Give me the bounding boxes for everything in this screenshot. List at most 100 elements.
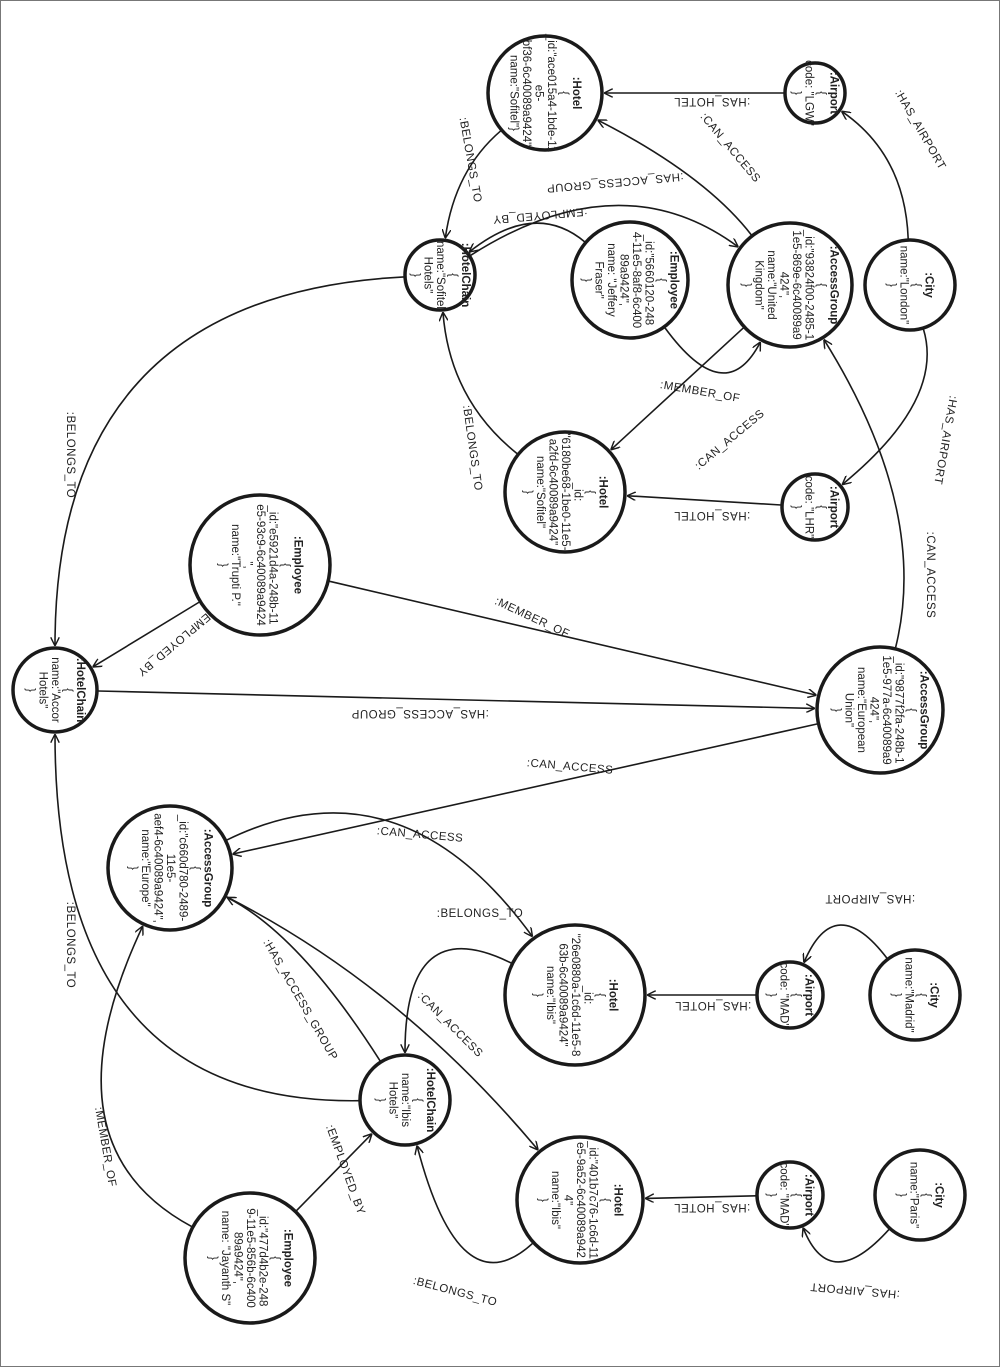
edge-label: :HAS_AIRPORT (810, 1280, 901, 1300)
edge-line (611, 327, 745, 450)
node-hotel-sofitel-lhr[interactable]: :Hotel{_id:"6180be68-1be0-11e5-a2fd-6c40… (503, 430, 627, 554)
edge-line (295, 1134, 371, 1212)
node-property-line: "6180be68-1be0-11e5- (559, 433, 571, 550)
node-airport-paris[interactable]: :Airport{code: "MAD"} (755, 1160, 825, 1230)
node-property-line: name:"Ibis (399, 1073, 411, 1127)
node-property-line: 63b-6c40089a9424" (556, 943, 568, 1046)
node-circle (403, 238, 477, 312)
node-property-line: } (580, 278, 592, 282)
edge-label: :EMPLOYED_BY (323, 1123, 367, 1216)
edge-has-airport: :HAS_AIRPORT (843, 328, 959, 485)
edge-label: :CAN_ACCESS (376, 825, 463, 845)
node-circle (188, 493, 332, 637)
edge-has-hotel: :HAS_HOTEL (648, 995, 756, 1011)
node-accessgroup-uk[interactable]: :AccessGroup{_id:"93824f00-2485-11e5-869… (726, 221, 854, 349)
node-employee-jayanth[interactable]: :Employee{_id:"477d4b2e-2489-11e5-856b-6… (183, 1191, 317, 1325)
edge-can-access: :CAN_ACCESS (233, 723, 818, 854)
node-property-line: name:"Europe" (139, 829, 151, 906)
edge-label: :MEMBER_OF (659, 379, 741, 405)
node-property-line: } (409, 273, 421, 277)
node-property-line: name:"Ibis" (549, 1171, 561, 1229)
node-circle (783, 61, 847, 125)
node-label: :HotelChain (459, 243, 471, 308)
node-property-line: 4-11e5-8af8-6c400 (630, 232, 642, 328)
edge-has-hotel: :HAS_HOTEL (646, 1196, 757, 1213)
edge-line (443, 313, 518, 455)
node-property-line: } (765, 993, 777, 997)
node-property-line: e5-93c9-6c40089a9424 (254, 504, 266, 626)
node-airport-lgw[interactable]: :Airport{code: "LGW"} (783, 60, 847, 126)
edge-label: :HAS_HOTEL (674, 95, 751, 107)
edge-label: :EMPLOYED_BY (135, 608, 215, 678)
node-property-line: { (815, 91, 827, 95)
node-accessgroup-eu[interactable]: :AccessGroup{_id:"9877f2fa-248b-11e5-977… (815, 645, 945, 775)
node-circle (755, 960, 825, 1030)
edge-member-of: :MEMBER_OF (659, 327, 760, 405)
node-employee-trupti[interactable]: :Employee{_id:"e5921d4a-248b-11e5-93c9-6… (188, 493, 332, 637)
node-label: :AccessGroup (828, 246, 840, 325)
node-hotel-ibis-paris[interactable]: :Hotel{_id:"401b7c76-1c6d-11e5-9a52-6c40… (515, 1135, 645, 1265)
node-label: :City (933, 1182, 945, 1208)
node-property-line: { (905, 708, 917, 712)
node-circle (106, 804, 234, 932)
edge-line (55, 735, 360, 1102)
node-label: :Airport (828, 486, 840, 528)
node-property-line: ", (241, 561, 253, 568)
edge-belongs-to: :BELONGS_TO (405, 908, 523, 1052)
node-property-line: _id:"477d4b2e-248 (256, 1209, 268, 1307)
node-accessgroup-europe[interactable]: :AccessGroup{_id:"c660d780-2489-11e5-aef… (106, 804, 234, 932)
node-label: :Hotel (570, 77, 582, 110)
node-circle (815, 645, 945, 775)
edge-line (470, 222, 586, 251)
node-hotel-ibis-mad[interactable]: :Hotel{_id:"26e0880a-1c6d-11e5-863b-6c40… (503, 923, 647, 1067)
node-circle (780, 472, 850, 542)
edge-label: :CAN_ACCESS (924, 532, 936, 619)
node-label: :Employee (281, 1229, 293, 1287)
node-property-line: code: "LGW" (803, 60, 815, 126)
edge-label: :BELONGS_TO (64, 902, 76, 988)
node-label: :AccessGroup (201, 829, 213, 908)
node-property-line: { (815, 505, 827, 509)
node-property-line: _id: (581, 985, 593, 1005)
edge-line (664, 327, 760, 374)
node-airport-mad[interactable]: :Airport{code: "MAD"} (755, 960, 825, 1030)
edge-label: :HAS_ACCESS_GROUP (546, 170, 684, 194)
edge-label: :HAS_HOTEL (674, 509, 751, 521)
edge-has-hotel: :HAS_HOTEL (605, 93, 784, 107)
node-property-line: { (599, 1198, 611, 1202)
edge-line (55, 276, 405, 645)
node-property-line: } (374, 1098, 386, 1102)
node-circle (358, 1053, 452, 1147)
node-airport-lhr[interactable]: :Airport{code: "LHR"} (780, 472, 850, 542)
node-property-line: _id: (571, 482, 583, 502)
node-circle (183, 1191, 317, 1325)
node-property-line: name: "Jeffery (605, 243, 617, 317)
node-property-line: Fraser" (593, 261, 605, 298)
edge-employed-by: :EMPLOYED_BY (295, 1123, 371, 1217)
edge-has-access-group: :HAS_ACCESS_GROUP (228, 898, 381, 1063)
node-hotel-sofitel-lgw[interactable]: :Hotel{_id:"ace015a4-1bde-11e5-bf36-6c40… (486, 33, 604, 152)
node-property-line: Union" (843, 693, 855, 727)
edge-line (417, 1146, 534, 1264)
node-city-london[interactable]: :City{name:"London"} (863, 238, 957, 332)
edge-label: :EMPLOYED_BY (492, 205, 588, 225)
edge-line (646, 1196, 757, 1199)
node-property-line: } (830, 708, 842, 712)
node-property-line: 1e5-977a-6c40089a9 (880, 655, 892, 764)
node-property-line: _id:"ace015a4-1bde-11 (545, 33, 557, 152)
node-circle (726, 221, 854, 349)
node-circle (11, 646, 99, 734)
edge-line (445, 130, 502, 238)
node-property-line: { (790, 993, 802, 997)
node-property-line: } (216, 563, 228, 567)
edge-line (97, 690, 814, 708)
edge-line (804, 924, 888, 962)
node-city-paris[interactable]: :City{name:"Paris"} (873, 1148, 967, 1242)
node-property-line: 89a9424", (618, 254, 630, 306)
node-city-madrid[interactable]: :City{name:"Madrid"} (868, 948, 962, 1042)
node-employee-jeffery[interactable]: :Employee{_id:"5660120-2484-11e5-8af8-6c… (570, 220, 690, 340)
edge-has-access-group: :HAS_ACCESS_GROUP (97, 690, 814, 719)
